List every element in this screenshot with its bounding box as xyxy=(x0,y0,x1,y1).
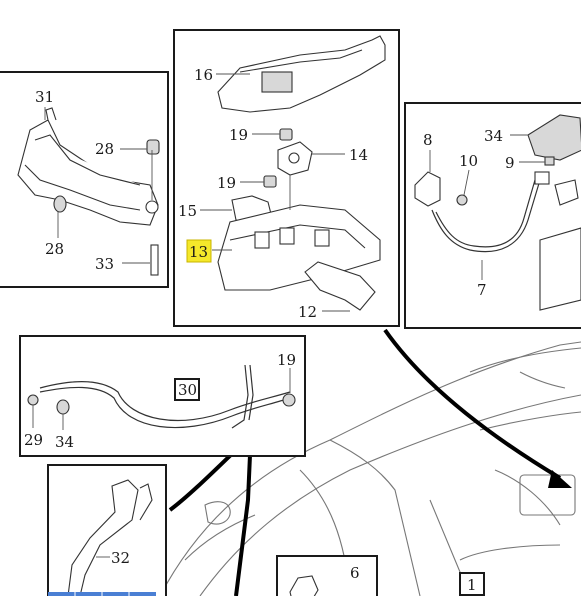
nut-19-mid xyxy=(263,175,277,188)
panel-bottom-mid: 6 xyxy=(276,555,378,596)
bracket-32-part xyxy=(67,479,139,596)
panel-bottom-left: 32 xyxy=(47,464,167,596)
panel-center-relay-box: 16 19 14 19 15 13 12 xyxy=(173,29,400,327)
label-33: 33 xyxy=(95,255,114,273)
label-1: 1 xyxy=(467,576,477,594)
grommet-29 xyxy=(27,394,39,406)
label-1-group: 1 xyxy=(459,572,485,596)
label-6: 6 xyxy=(350,564,360,582)
label-28-bottom: 28 xyxy=(45,240,64,258)
bolt-33 xyxy=(150,244,159,276)
label-32: 32 xyxy=(111,549,130,567)
label-10: 10 xyxy=(459,152,478,170)
battery-part xyxy=(539,227,581,311)
bracket-12-part xyxy=(304,261,376,311)
label-34-harness: 34 xyxy=(55,433,74,451)
label-7: 7 xyxy=(477,281,487,299)
panel-harness: 30 19 29 34 xyxy=(19,335,306,457)
label-9: 9 xyxy=(505,154,515,172)
harness-30 xyxy=(39,381,291,422)
cable-7 xyxy=(431,179,541,253)
label-8: 8 xyxy=(423,131,433,149)
panel-left-bracket: 31 28 28 33 xyxy=(0,71,169,288)
label-19-harness: 19 xyxy=(277,351,296,369)
clip-28-bottom xyxy=(53,195,67,213)
clip-28-top xyxy=(146,139,160,155)
label-30: 30 xyxy=(178,381,197,399)
label-28-top: 28 xyxy=(95,140,114,158)
label-34-right: 34 xyxy=(484,127,503,145)
highlight-13 xyxy=(186,239,212,263)
label-1-frame xyxy=(459,572,485,596)
label-19-top: 19 xyxy=(229,126,248,144)
nut-19-harness xyxy=(282,393,296,407)
label-12: 12 xyxy=(298,303,317,321)
nut-9 xyxy=(544,156,555,166)
panel-harness-frame xyxy=(19,335,306,457)
bolt-10 xyxy=(456,194,468,206)
label-29: 29 xyxy=(24,431,43,449)
footer-strip xyxy=(48,592,156,596)
part-6 xyxy=(289,575,319,596)
label-13: 13 xyxy=(189,243,208,261)
cover-34-part xyxy=(527,114,581,161)
sensor-8-part xyxy=(414,171,441,207)
label-31: 31 xyxy=(35,88,54,106)
label-14: 14 xyxy=(349,146,368,164)
label-19-mid: 19 xyxy=(217,174,236,192)
clip-34 xyxy=(56,399,70,415)
panel-right-battery-cable: 8 34 10 9 7 xyxy=(404,102,581,329)
nut-19-top xyxy=(279,128,293,141)
label-30-frame xyxy=(174,378,200,401)
label-15: 15 xyxy=(178,202,197,220)
label-16: 16 xyxy=(194,66,213,84)
